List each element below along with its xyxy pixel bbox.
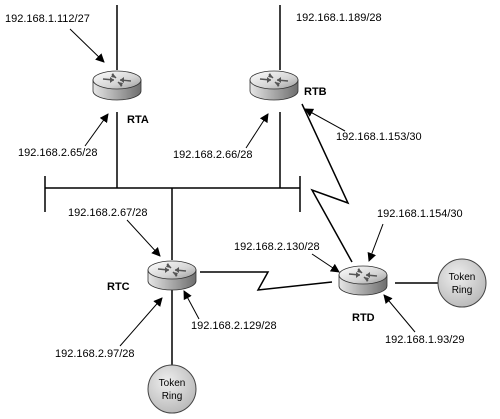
router-icon bbox=[249, 70, 299, 101]
arrow-rta-top bbox=[69, 28, 105, 63]
arrow-rta-bottom bbox=[84, 113, 109, 147]
rtd-top-address: 192.168.1.154/30 bbox=[377, 208, 463, 220]
rtb-top-address: 192.168.1.189/28 bbox=[296, 12, 382, 24]
rtc-top-address: 192.168.2.67/28 bbox=[68, 207, 148, 219]
token-ring-icon bbox=[147, 364, 197, 414]
arrow-rtb-bottom bbox=[245, 113, 269, 149]
router-icon bbox=[338, 265, 388, 296]
router-rtc-label: RTC bbox=[107, 281, 130, 293]
pointer-arrows bbox=[69, 28, 416, 347]
rtd-serial-address: 192.168.2.130/28 bbox=[234, 241, 320, 253]
arrow-rtd-top bbox=[367, 223, 384, 262]
rtc-bottom-address: 192.168.2.97/28 bbox=[55, 348, 135, 360]
arrow-rtc-top bbox=[126, 219, 161, 257]
router-rtd-label: RTD bbox=[352, 312, 375, 324]
token-ring-right-line2: Ring bbox=[452, 285, 473, 296]
router-rtd[interactable] bbox=[338, 265, 388, 296]
rta-bottom-address: 192.168.2.65/28 bbox=[18, 147, 98, 159]
rtc-rtd-serial-link bbox=[200, 271, 333, 291]
arrow-rtc-bottom bbox=[119, 297, 163, 347]
address-labels: 192.168.1.112/27 192.168.2.65/28 192.168… bbox=[5, 12, 465, 360]
arrow-rtc-serial bbox=[183, 290, 200, 320]
rtd-bottom-address: 192.168.1.93/29 bbox=[385, 334, 465, 346]
rtb-serial-address: 192.168.1.153/30 bbox=[336, 131, 422, 143]
rtb-bottom-address: 192.168.2.66/28 bbox=[173, 149, 253, 161]
links bbox=[44, 5, 438, 368]
token-ring-icon bbox=[437, 258, 487, 308]
router-icon bbox=[92, 70, 142, 101]
rta-top-address: 192.168.1.112/27 bbox=[5, 13, 90, 25]
router-icon bbox=[147, 260, 197, 291]
router-rta-label: RTA bbox=[127, 114, 149, 126]
token-ring-bottom-line1: Token bbox=[159, 378, 186, 389]
rtb-rtd-serial-link bbox=[301, 103, 353, 263]
arrow-rtd-serial bbox=[311, 253, 340, 273]
router-rtb-label: RTB bbox=[304, 86, 327, 98]
router-rtc[interactable] bbox=[147, 260, 197, 291]
token-ring-right-line1: Token bbox=[449, 272, 476, 283]
token-ring-bottom-line2: Ring bbox=[162, 391, 183, 402]
router-rta[interactable] bbox=[92, 70, 142, 101]
token-ring-right: Token Ring bbox=[437, 258, 487, 308]
token-ring-bottom: Token Ring bbox=[147, 364, 197, 414]
rtc-serial-address: 192.168.2.129/28 bbox=[191, 320, 277, 332]
arrow-rtd-bottom bbox=[383, 294, 416, 333]
router-rtb[interactable] bbox=[249, 70, 299, 101]
arrow-rtb-serial bbox=[304, 108, 346, 132]
